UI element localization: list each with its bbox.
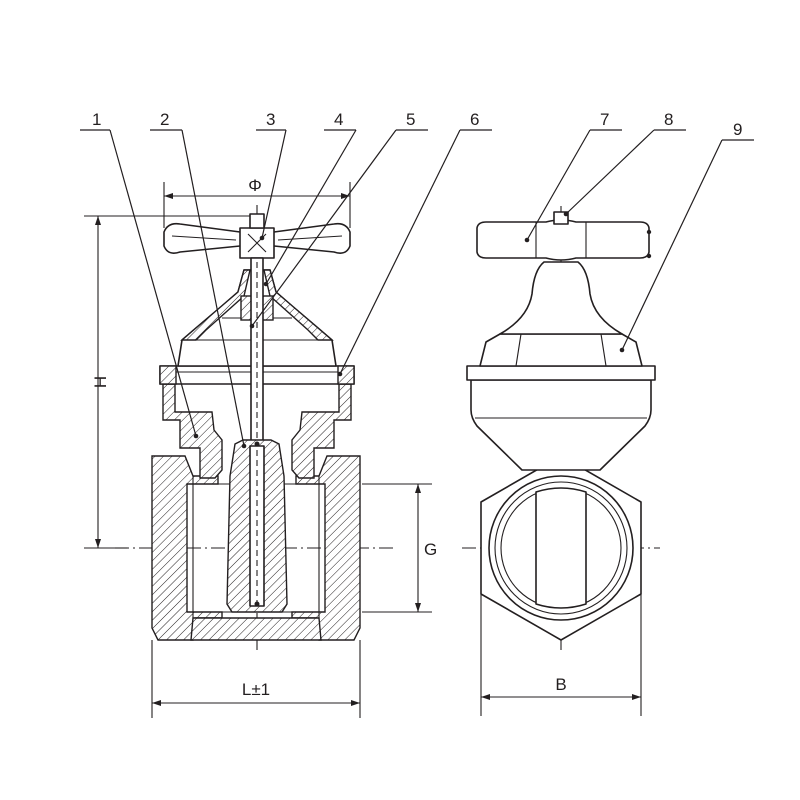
part-number-4: 4 xyxy=(334,110,343,129)
part-callouts: 1 2 3 4 5 6 7 8 xyxy=(80,110,754,449)
dimension-handwheel-diameter: Φ xyxy=(248,176,262,195)
bonnet-hex xyxy=(479,333,643,367)
part-number-9: 9 xyxy=(733,120,742,139)
dimension-length: L±1 xyxy=(242,680,270,699)
dimension-height: H xyxy=(91,376,110,388)
body-flange-side xyxy=(466,365,656,381)
section-view: Φ H G L±1 xyxy=(84,176,437,718)
part-number-6: 6 xyxy=(470,110,479,129)
exterior-view: B xyxy=(462,206,660,716)
stem-nut xyxy=(249,213,265,229)
body-bottom-wall xyxy=(190,617,322,641)
part-number-8: 8 xyxy=(664,110,673,129)
part-number-2: 2 xyxy=(160,110,169,129)
handwheel-side xyxy=(476,219,650,261)
part-number-7: 7 xyxy=(600,110,609,129)
body-side xyxy=(470,379,652,471)
body-neck-left xyxy=(162,383,223,479)
gate-visible xyxy=(535,487,587,609)
bonnet-side xyxy=(499,261,623,335)
dimension-thread: G xyxy=(424,540,437,559)
body-neck-right xyxy=(291,383,352,479)
part-number-3: 3 xyxy=(266,110,275,129)
part-number-1: 1 xyxy=(92,110,101,129)
part-number-5: 5 xyxy=(406,110,415,129)
dimension-width: B xyxy=(555,675,566,694)
